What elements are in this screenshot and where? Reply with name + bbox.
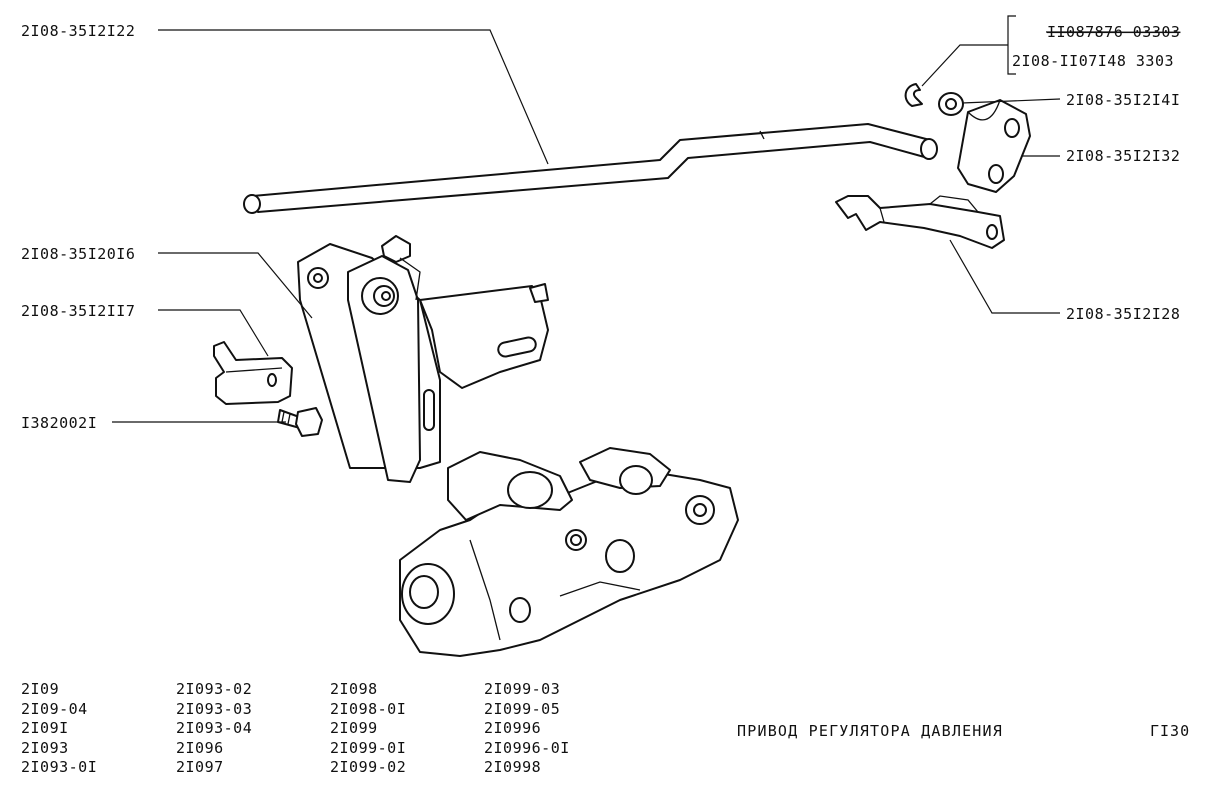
diagram-title: ПРИВОД РЕГУЛЯТОРА ДАВЛЕНИЯ — [737, 722, 1003, 740]
model-item: 2I098 — [330, 680, 378, 698]
callout-holder: 2I08-35I2I28 — [1066, 305, 1180, 323]
model-item: 2I09I — [21, 719, 69, 737]
model-item: 2I093-02 — [176, 680, 253, 698]
model-item: 2I097 — [176, 758, 224, 776]
retainer-part — [904, 83, 923, 107]
rod-part — [243, 123, 938, 214]
callout-rod: 2I08-35I2I22 — [21, 22, 135, 40]
callout-lever: 2I08-35I20I6 — [21, 245, 135, 263]
washer-part — [938, 92, 964, 116]
model-item: 2I096 — [176, 738, 224, 757]
model-item: 2I093-0I — [21, 758, 98, 776]
model-list-col4: 2I099-03 2I099-05 2I0996 2I0996-0I 2I099… — [484, 680, 570, 778]
model-item: 2I0996-0I — [484, 738, 570, 757]
model-item: 2I09 — [21, 680, 60, 698]
holder-part — [835, 195, 1005, 249]
callout-retainer-new: 2I08-II07I48 3303 — [1012, 52, 1174, 70]
page-number: ГI30 — [1150, 722, 1191, 740]
bushing-part — [957, 99, 1031, 193]
callout-bracket-clip: 2I08-35I2II7 — [21, 302, 135, 320]
lever-part — [297, 235, 549, 483]
model-item: 2I093-03 — [176, 699, 253, 718]
model-list-col2: 2I093-02 2I093-03 2I093-04 2I096 2I097 — [176, 680, 252, 778]
callout-bolt: I382002I — [21, 414, 97, 432]
model-item: 2I0996 — [484, 719, 542, 737]
model-list-col3: 2I098 2I098-0I 2I099 2I099-0I 2I099-02 — [330, 680, 406, 778]
model-item: 2I093-04 — [176, 719, 253, 737]
callout-washer: 2I08-35I2I4I — [1066, 91, 1180, 109]
model-item: 2I099 — [330, 719, 378, 737]
model-item: 2I099-0I — [330, 738, 407, 757]
callout-bushing: 2I08-35I2I32 — [1066, 147, 1180, 165]
model-list-col1: 2I09 2I09-04 2I09I 2I093 2I093-0I — [21, 680, 97, 778]
bolt-part — [277, 407, 323, 437]
model-item: 2I099-02 — [330, 758, 407, 776]
model-item: 2I098-0I — [330, 699, 407, 718]
model-item: 2I099-05 — [484, 699, 561, 718]
model-item: 2I093 — [21, 738, 69, 757]
pressure-regulator-part — [399, 447, 739, 657]
bracket-clip-part — [213, 341, 293, 405]
model-item: 2I0998 — [484, 758, 542, 776]
model-item: 2I099-03 — [484, 680, 561, 698]
model-item: 2I09-04 — [21, 699, 88, 718]
leader-lines — [112, 15, 1061, 423]
